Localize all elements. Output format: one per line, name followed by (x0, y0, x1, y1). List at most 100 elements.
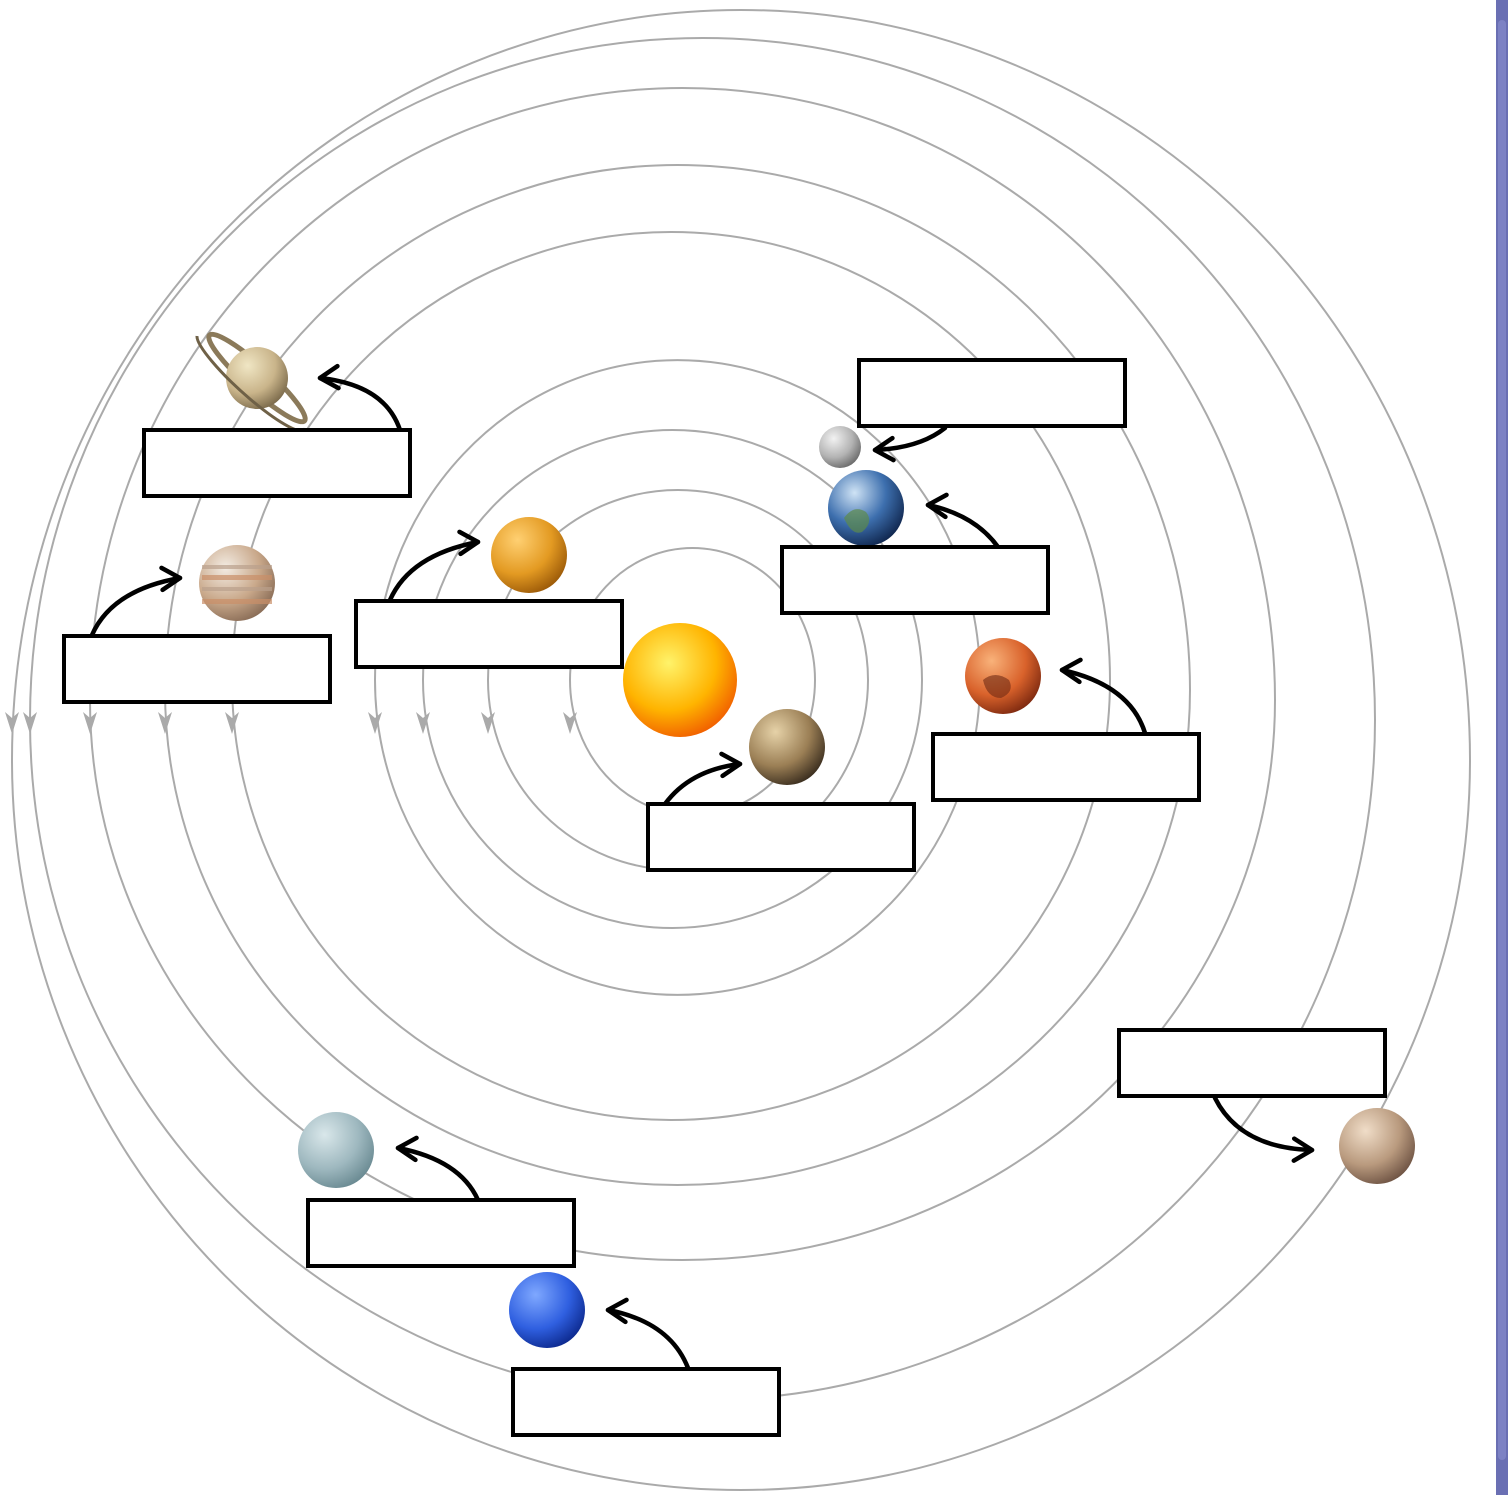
label-box-mercury[interactable] (646, 802, 916, 872)
orbit-ring (29, 37, 1377, 1401)
saturn-icon (195, 331, 308, 433)
orbit-ring (11, 9, 1472, 1491)
orbit-direction-arrow (225, 712, 239, 734)
label-box-frame[interactable] (306, 1198, 576, 1268)
pointer-arrow-group (89, 363, 1315, 1371)
pointer-arrow-earth (925, 492, 1001, 550)
venus-icon (491, 517, 567, 593)
uranus-disc (298, 1112, 374, 1188)
label-box-frame[interactable] (780, 545, 1050, 615)
sun-disc (623, 623, 737, 737)
pluto-disc (1339, 1108, 1415, 1184)
vertical-scrollbar[interactable] (1496, 0, 1508, 1495)
saturn-disc (226, 347, 288, 409)
orbit-ring (89, 87, 1277, 1261)
mars-icon (965, 638, 1041, 714)
neptune-disc (509, 1272, 585, 1348)
pointer-arrow-moon (872, 425, 948, 463)
pointer-head (872, 435, 896, 463)
pointer-shaft (395, 1145, 481, 1203)
venus-disc (491, 517, 567, 593)
label-box-earth[interactable] (780, 545, 1050, 615)
pointer-shaft (605, 1307, 691, 1371)
pointer-head (457, 529, 481, 557)
pointer-head (1059, 657, 1083, 685)
jupiter-band (202, 587, 272, 591)
mercury-icon (749, 709, 825, 785)
orbit-direction-arrow (5, 712, 19, 734)
jupiter-band (202, 565, 272, 569)
pointer-shaft (925, 502, 1001, 550)
label-box-jupiter[interactable] (62, 634, 332, 704)
orbit-group (11, 9, 1472, 1491)
pointer-head (925, 492, 949, 520)
moon-icon (819, 426, 861, 468)
label-box-frame[interactable] (62, 634, 332, 704)
pointer-head (317, 363, 341, 391)
orbit-direction-arrow (563, 712, 577, 734)
label-box-frame[interactable] (646, 802, 916, 872)
label-box-pluto[interactable] (1117, 1028, 1387, 1098)
pointer-shaft (662, 761, 743, 807)
orbit-direction-arrow (23, 712, 37, 734)
orbit-direction-arrow (368, 712, 382, 734)
pointer-head (395, 1135, 419, 1163)
orbit-direction-arrow (416, 712, 430, 734)
label-box-frame[interactable] (142, 428, 412, 498)
pointer-arrow-mercury (662, 751, 743, 807)
pluto-icon (1339, 1108, 1415, 1184)
label-box-mars[interactable] (931, 732, 1201, 802)
earth-icon (828, 470, 904, 546)
pointer-head (719, 751, 743, 779)
label-box-uranus[interactable] (306, 1198, 576, 1268)
label-box-frame[interactable] (511, 1367, 781, 1437)
label-box-group (62, 358, 1387, 1437)
celestial-body-group (195, 331, 1415, 1348)
pointer-shaft (872, 425, 948, 453)
pointer-arrow-neptune (605, 1297, 691, 1371)
orbit-direction-arrow (83, 712, 97, 734)
pointer-shaft (1212, 1095, 1315, 1153)
jupiter-disc (199, 545, 275, 621)
jupiter-icon (199, 545, 275, 621)
label-box-neptune[interactable] (511, 1367, 781, 1437)
earth-land (844, 509, 870, 533)
mars-dark-region (983, 675, 1011, 698)
pointer-arrow-mars (1059, 657, 1148, 736)
orbit-direction-arrow (158, 712, 172, 734)
neptune-icon (509, 1272, 585, 1348)
pointer-shaft (387, 539, 481, 603)
pointer-shaft (317, 375, 403, 433)
uranus-icon (298, 1112, 374, 1188)
pointer-shaft (89, 575, 183, 638)
jupiter-band (202, 575, 272, 580)
pointer-head (605, 1297, 629, 1325)
jupiter-band (202, 599, 272, 604)
label-box-frame[interactable] (354, 599, 624, 669)
earth-disc (828, 470, 904, 546)
pointer-arrow-jupiter (89, 565, 183, 638)
orbit-ring (231, 231, 1112, 1121)
scrollbar-thumb[interactable] (1498, 20, 1506, 1460)
label-box-frame[interactable] (931, 732, 1201, 802)
label-box-saturn[interactable] (142, 428, 412, 498)
label-box-moon[interactable] (857, 358, 1127, 428)
pointer-head (159, 565, 183, 593)
sun-icon (623, 623, 737, 737)
pointer-arrow-saturn (317, 363, 403, 433)
pointer-shaft (1059, 667, 1148, 736)
pointer-arrow-venus (387, 529, 481, 603)
orbit-direction-arrow (481, 712, 495, 734)
orbit-ring (422, 429, 924, 929)
orbit-ring (487, 489, 870, 871)
moon-disc (819, 426, 861, 468)
pointer-head (1291, 1136, 1315, 1163)
label-box-venus[interactable] (354, 599, 624, 669)
orbit-ring (164, 164, 1192, 1186)
label-box-frame[interactable] (857, 358, 1127, 428)
label-box-frame[interactable] (1117, 1028, 1387, 1098)
pointer-arrow-uranus (395, 1135, 481, 1203)
mercury-disc (749, 709, 825, 785)
orbit-direction-markers (5, 712, 577, 734)
